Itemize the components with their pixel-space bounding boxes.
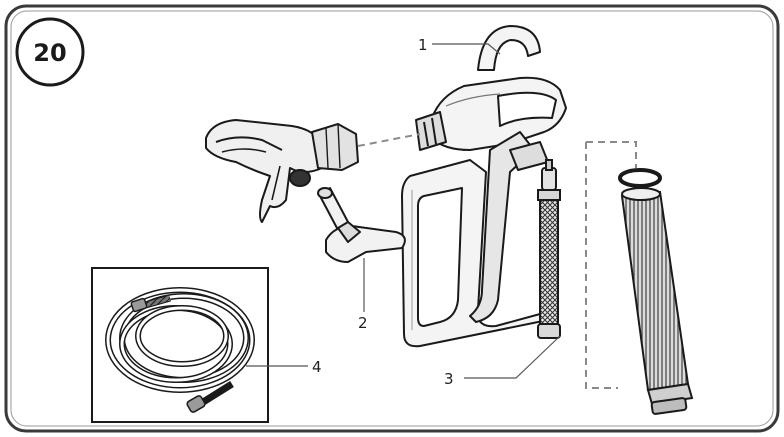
inner-frame <box>10 10 774 427</box>
callout-3: 3 <box>444 370 454 388</box>
callout-1: 1 <box>418 36 428 54</box>
handle-assembly <box>618 168 694 415</box>
gun-filter <box>537 159 561 339</box>
assembly-dashes <box>357 133 637 389</box>
spray-gun <box>401 25 567 348</box>
callout-4: 4 <box>312 358 322 376</box>
step-number: 20 <box>33 39 66 67</box>
callout-2: 2 <box>358 314 368 332</box>
airless-hose <box>105 287 255 407</box>
tip-guard <box>205 119 359 223</box>
hose-panel <box>91 267 269 423</box>
step-badge: 20 <box>15 17 85 87</box>
leader-lines <box>246 43 561 379</box>
spray-tip <box>317 187 406 263</box>
